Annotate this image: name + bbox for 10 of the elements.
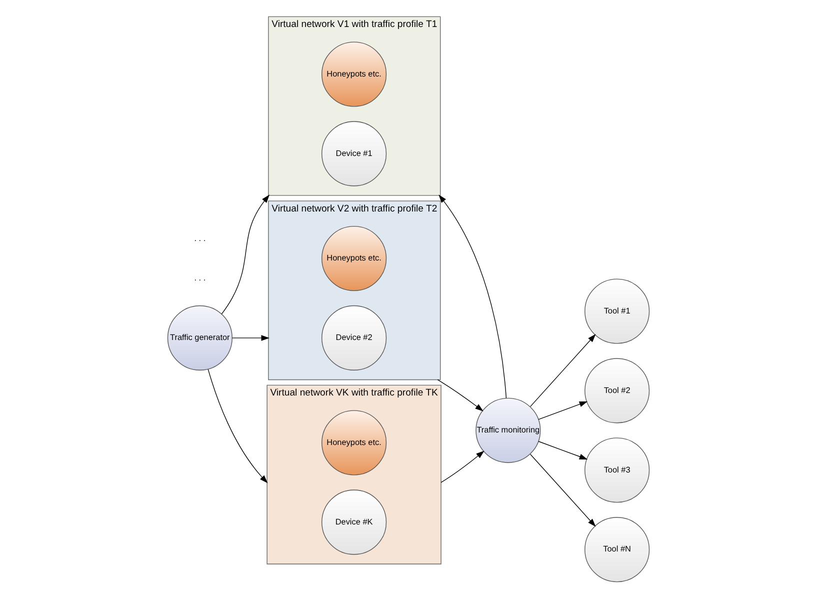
arrow: [208, 368, 268, 484]
arrow: [440, 450, 484, 483]
arrow: [530, 334, 596, 407]
arrow: [438, 194, 507, 398]
arrow: [538, 441, 588, 460]
arrow: [530, 454, 596, 527]
arrow: [232, 335, 270, 341]
arrow: [221, 194, 270, 314]
arrow: [437, 379, 484, 412]
arrow: [538, 401, 588, 420]
